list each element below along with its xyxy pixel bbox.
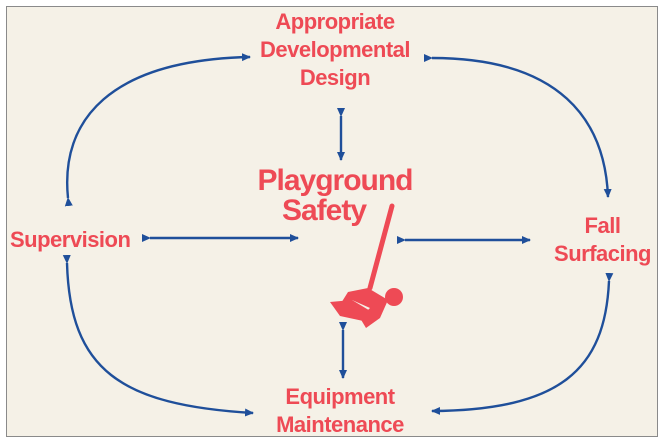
node-supervision-line1: Supervision (10, 227, 131, 252)
arc-design-to-surfacing (423, 53, 612, 198)
node-fall-surfacing: Fall Surfacing (540, 212, 662, 268)
node-supervision: Supervision (10, 226, 150, 254)
node-maintenance: Equipment Maintenance (250, 383, 430, 439)
node-maintenance-line2: Maintenance (276, 412, 404, 437)
node-design-line1: Appropriate (275, 9, 395, 34)
node-design: Appropriate Developmental Design (235, 8, 435, 92)
node-design-line3: Design (299, 65, 371, 90)
arc-surfacing-to-maintenance (431, 272, 614, 415)
node-maintenance-line1: Equipment (285, 384, 395, 409)
node-surfacing-line1: Fall (584, 213, 621, 238)
center-title-line2: Safety (281, 194, 367, 227)
arc-supervision-to-design (64, 53, 251, 207)
node-surfacing-line2: Surfacing (554, 241, 651, 266)
center-title: Playground Safety (240, 166, 430, 226)
swing-figure-icon (330, 203, 403, 328)
arc-supervision-to-maintenance (62, 254, 254, 417)
node-design-line2: Developmental (260, 37, 411, 62)
center-title-line1: Playground (257, 164, 413, 197)
